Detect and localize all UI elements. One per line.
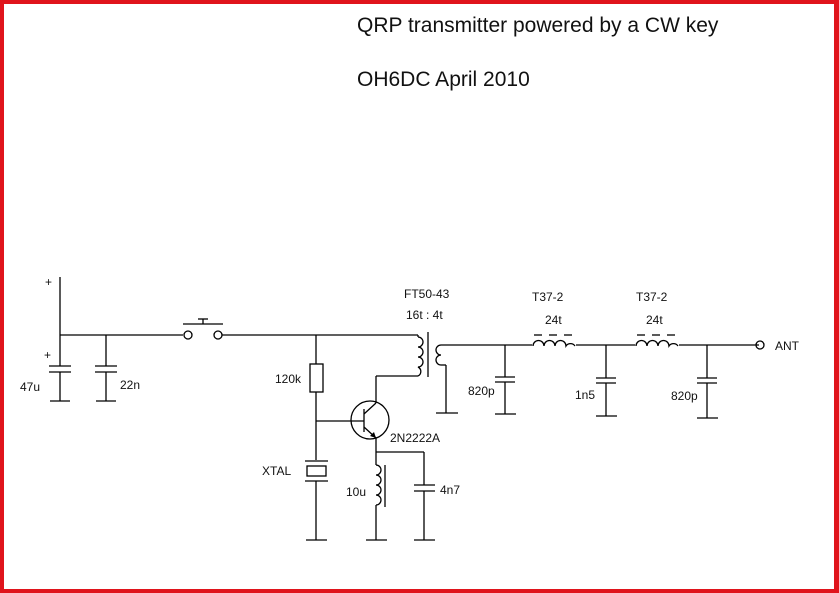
label-ant: ANT [775, 339, 800, 353]
label-120k: 120k [275, 372, 302, 386]
crystal-xtal [305, 460, 328, 541]
resistor-120k [309, 335, 324, 460]
label-t37-2-2: T37-2 [636, 290, 668, 304]
label-ft50-43: FT50-43 [404, 287, 450, 301]
label-1n5: 1n5 [575, 388, 595, 402]
inductor-t37-2-1 [532, 334, 576, 349]
label-4n7: 4n7 [440, 483, 460, 497]
capacitor-1n5 [596, 345, 617, 417]
emitter-network [376, 451, 435, 541]
inductor-10u [366, 452, 387, 541]
label-10u: 10u [346, 485, 366, 499]
label-820p-2: 820p [671, 389, 698, 403]
cap-plus-label: + [44, 348, 51, 362]
diagram-subtitle: OH6DC April 2010 [357, 68, 530, 91]
label-2n2222a: 2N2222A [390, 431, 440, 445]
label-t37-2-1: T37-2 [532, 290, 564, 304]
supply-plus-label: + [45, 275, 52, 289]
label-24t-1: 24t [545, 313, 562, 327]
label-22n: 22n [120, 378, 140, 392]
label-xtal: XTAL [262, 464, 291, 478]
capacitor-47u [49, 335, 71, 402]
supply-rail [59, 277, 183, 336]
label-820p-1: 820p [468, 384, 495, 398]
capacitor-820p-2 [697, 345, 718, 419]
label-16t-4t: 16t : 4t [406, 308, 443, 322]
label-24t-2: 24t [646, 313, 663, 327]
inductor-t37-2-2 [635, 334, 679, 349]
label-47u: 47u [20, 380, 40, 394]
antenna-terminal-icon [755, 340, 765, 350]
diagram-title: QRP transmitter powered by a CW key [357, 14, 719, 37]
capacitor-820p-1 [495, 345, 516, 415]
cw-key-switch [183, 318, 223, 340]
transformer-ft50-43 [417, 332, 759, 414]
capacitor-22n [95, 335, 117, 402]
transistor-2n2222a [316, 375, 418, 452]
